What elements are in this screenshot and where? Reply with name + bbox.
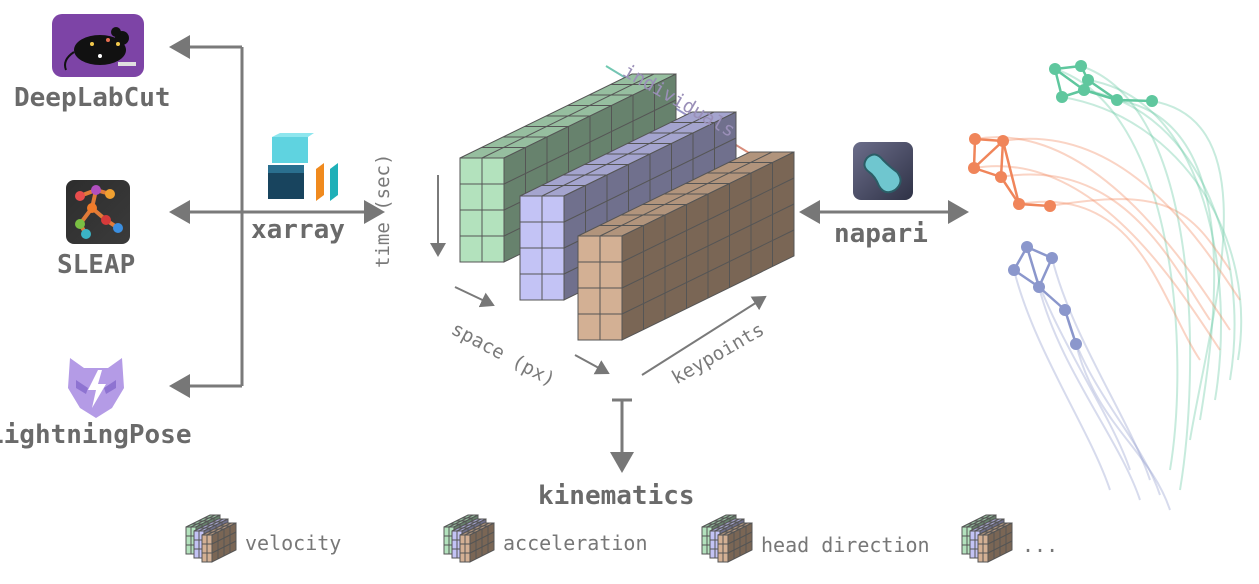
kinematics-legend-cube-icon <box>701 514 753 563</box>
deeplabcut-label: DeepLabCut <box>14 83 171 113</box>
xarray-label: xarray <box>251 215 345 245</box>
cube-individual-brown <box>577 151 795 341</box>
mini-cube-layer <box>459 522 495 563</box>
lightningpose-label: LightningPose <box>0 420 192 450</box>
lightningpose-wolf-logo <box>68 358 124 418</box>
mini-cube-layer <box>977 522 1013 563</box>
napari-label: napari <box>834 219 928 249</box>
kinematics-legend-cube-icon <box>185 514 237 563</box>
green-pose-skeleton <box>1049 60 1158 107</box>
xarray-logo <box>268 133 338 201</box>
acceleration-label: acceleration <box>503 531 648 555</box>
orange-pose-skeleton <box>968 133 1056 212</box>
velocity-label: velocity <box>245 531 342 555</box>
deeplabcut-mouse-logo <box>52 14 144 77</box>
sleap-label: SLEAP <box>57 250 136 280</box>
time-axis-label: time (sec) <box>372 153 394 268</box>
tool-connector-lines <box>169 35 385 398</box>
more-kinematics-label: ... <box>1022 533 1059 557</box>
napari-logo <box>853 142 913 200</box>
blue-pose-skeleton <box>1008 241 1082 350</box>
kinematics-title: kinematics <box>538 481 695 511</box>
keypoints-axis-arrow <box>641 295 767 376</box>
orange-trajectory-trails <box>973 136 1241 361</box>
cube-axis-arrows <box>430 175 767 376</box>
mini-cube-layer <box>717 522 753 563</box>
kinematics-legend-cube-icon <box>961 514 1013 563</box>
kinematics-legend-cube-icon <box>443 514 495 563</box>
head-direction-label: head direction <box>761 533 930 557</box>
green-trajectory-trails-2 <box>1054 65 1192 491</box>
kinematics-arrow <box>610 398 634 473</box>
kinematics-legend-icons <box>185 514 1013 563</box>
space-axis-arrow <box>454 286 495 308</box>
space-axis-arrow-2 <box>574 354 610 375</box>
green-trajectory-trails <box>1061 79 1243 441</box>
sleap-skeleton-logo <box>66 180 130 244</box>
pose-trajectories <box>968 60 1243 511</box>
data-cube-stack <box>459 73 795 341</box>
mini-cube-layer <box>201 522 237 563</box>
